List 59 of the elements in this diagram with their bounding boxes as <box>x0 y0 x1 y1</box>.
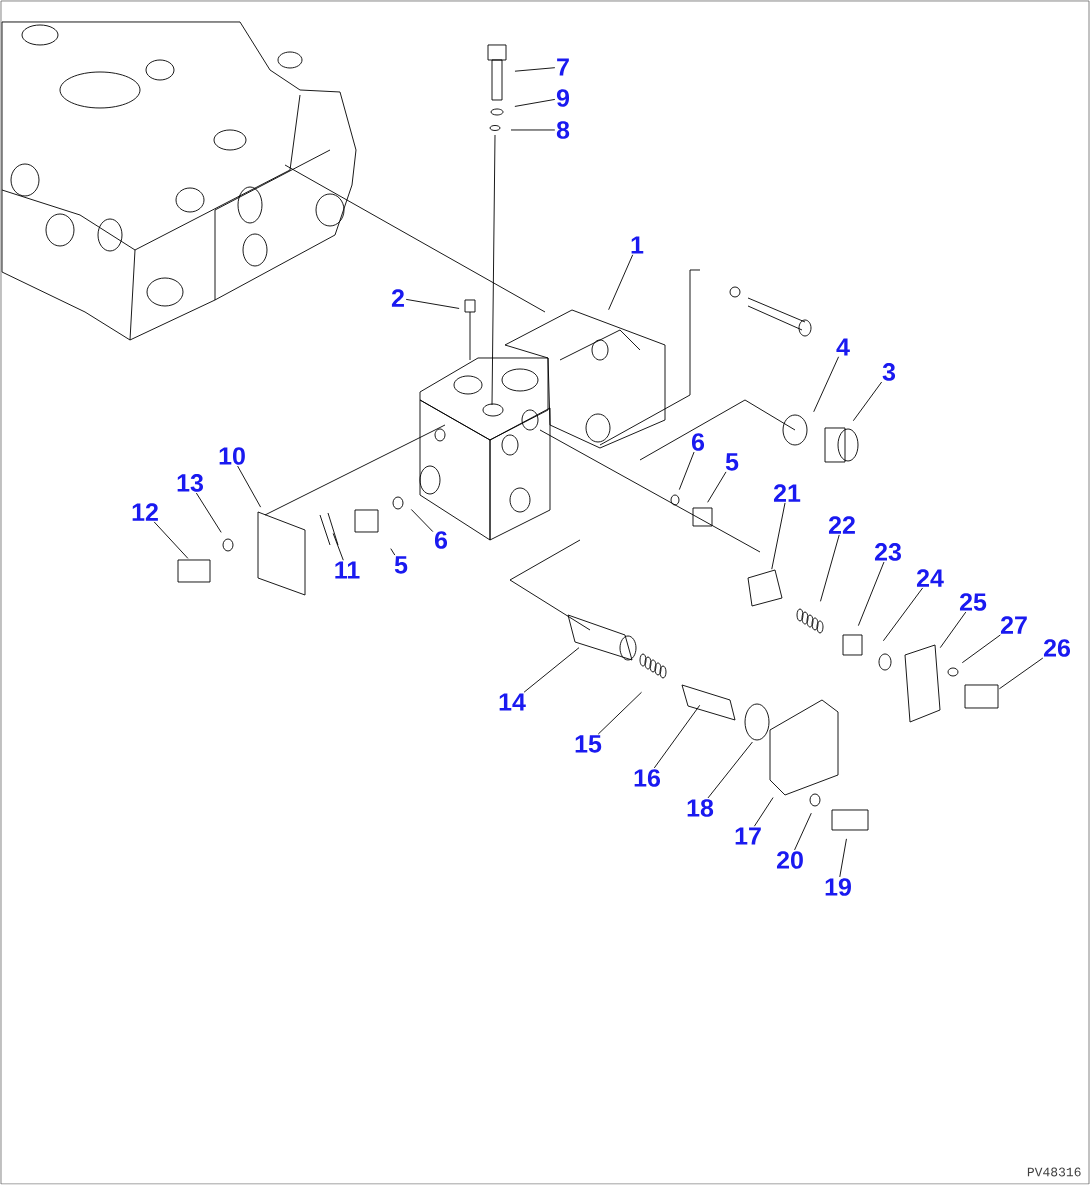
leader-line <box>707 741 753 799</box>
callout-number: 5 <box>725 453 739 471</box>
leader-line <box>882 587 924 642</box>
leader-line <box>678 451 695 491</box>
leader-line <box>839 838 847 878</box>
callout-number: 2 <box>391 289 404 307</box>
leader-line <box>852 381 883 422</box>
leader-line <box>510 129 556 131</box>
callout-number: 20 <box>776 851 803 869</box>
leader-line <box>514 67 556 72</box>
callout-number: 5 <box>394 556 408 574</box>
callout-number: 26 <box>1043 639 1070 657</box>
callout-number: 27 <box>1000 616 1027 634</box>
callout-number: 22 <box>828 516 855 534</box>
leader-line <box>514 98 556 107</box>
callout-number: 12 <box>132 503 158 521</box>
leader-line <box>939 611 967 649</box>
leader-line <box>998 657 1044 690</box>
callout-number: 14 <box>499 693 526 711</box>
callout-number: 16 <box>634 769 660 787</box>
leader-line <box>771 502 786 570</box>
leader-line <box>153 521 189 559</box>
leader-line <box>813 356 840 413</box>
leader-line <box>597 691 642 735</box>
callout-number: 11 <box>335 561 360 579</box>
callout-number: 18 <box>687 799 714 817</box>
callout-number: 15 <box>575 735 602 753</box>
callout-number: 7 <box>557 58 569 76</box>
callout-number: 21 <box>773 484 801 502</box>
leader-line <box>405 298 460 309</box>
leader-line <box>820 534 840 602</box>
leader-line <box>753 797 774 827</box>
drawing-code: PV48316 <box>1027 1167 1081 1177</box>
callout-number: 24 <box>916 569 944 587</box>
leader-line <box>961 634 1001 664</box>
callout-number: 4 <box>836 338 850 356</box>
callout-number: 23 <box>874 543 901 561</box>
leader-line <box>410 509 434 533</box>
leader-line <box>195 492 222 533</box>
callout-number: 6 <box>691 433 705 451</box>
callout-number: 9 <box>556 89 569 107</box>
callout-number: 25 <box>959 593 987 611</box>
leader-line <box>707 471 727 503</box>
leader-line <box>653 704 701 769</box>
leader-line <box>523 647 580 693</box>
leader-line <box>857 561 885 627</box>
leader-line <box>608 254 634 311</box>
callout-number: 8 <box>556 121 570 139</box>
callout-number: 10 <box>219 447 245 465</box>
callout-number: 6 <box>434 531 448 549</box>
leader-line <box>332 532 344 561</box>
callout-number: 1 <box>631 236 644 254</box>
callout-number: 3 <box>882 363 896 381</box>
callout-number: 19 <box>825 878 851 896</box>
leader-line <box>390 548 396 556</box>
callout-number: 13 <box>177 474 203 492</box>
callout-number: 17 <box>735 827 761 845</box>
leader-line <box>237 465 262 508</box>
leader-line <box>794 812 812 851</box>
